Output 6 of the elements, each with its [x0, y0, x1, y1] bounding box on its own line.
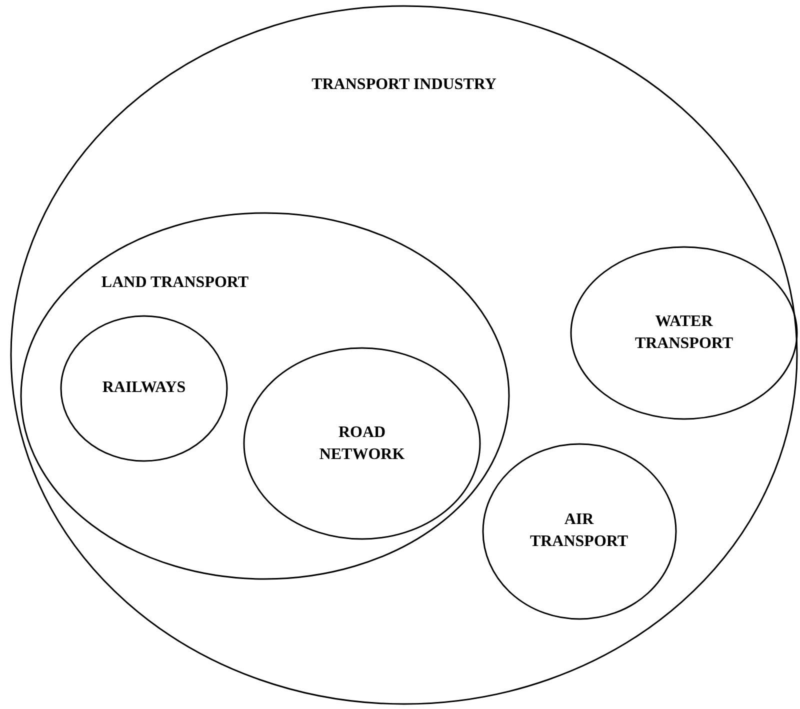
category-label: ROAD NETWORK	[318, 423, 406, 465]
category-label: AIR TRANSPORT	[528, 510, 630, 552]
category-label: LAND TRANSPORT	[100, 273, 250, 293]
category-label: WATER TRANSPORT	[634, 312, 734, 354]
category-label: TRANSPORT INDUSTRY	[310, 75, 498, 95]
category-label: RAILWAYS	[101, 378, 187, 398]
